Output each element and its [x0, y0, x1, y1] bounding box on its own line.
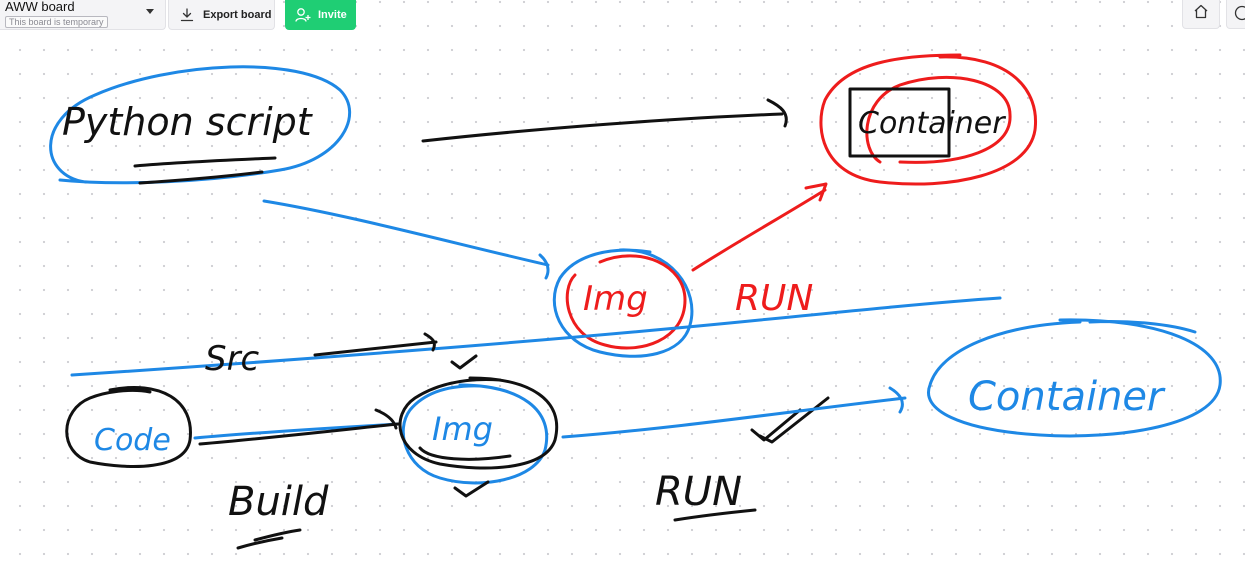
- export-board-button[interactable]: Export board: [168, 0, 275, 30]
- history-button[interactable]: [1226, 0, 1245, 29]
- top-arrow: [421, 98, 788, 143]
- img-top-label: Img: [583, 279, 648, 319]
- src-arrow: [313, 332, 438, 357]
- chevron-down-icon[interactable]: [146, 9, 154, 14]
- img-to-container-bottom-arrow: [561, 386, 907, 439]
- code-to-img-arrow-black: [198, 408, 400, 446]
- home-button[interactable]: [1182, 0, 1220, 29]
- add-user-icon: [295, 7, 312, 23]
- img-top-blue-circle: [552, 248, 694, 358]
- build-underline: [236, 528, 302, 550]
- python-to-img-arrow: [262, 199, 550, 280]
- board-title: AWW board: [5, 0, 75, 14]
- board-menu[interactable]: AWW board This board is temporary: [0, 0, 166, 30]
- container-top-label: Container: [858, 106, 1006, 141]
- img-top-red-circle: [565, 254, 687, 350]
- img-bottom-label: Img: [432, 410, 493, 448]
- export-board-label: Export board: [203, 8, 272, 21]
- home-icon: [1193, 4, 1209, 24]
- src-label: Src: [205, 339, 260, 379]
- container-bottom-label: Container: [968, 374, 1166, 420]
- python-script-label: Python script: [62, 100, 314, 144]
- run-top-label: RUN: [735, 278, 813, 319]
- container-bottom-ellipse: [927, 318, 1222, 438]
- img-bottom-black-circles: [398, 376, 559, 470]
- img-bottom-blue-circle: [401, 383, 549, 485]
- run-bottom-label: RUN: [655, 469, 742, 515]
- tick-marks: [450, 354, 830, 498]
- code-ellipse: [65, 385, 192, 469]
- code-label: Code: [94, 423, 171, 458]
- container-box: [848, 87, 951, 158]
- middle-divider-line: [70, 296, 1002, 377]
- run-underline: [673, 508, 757, 522]
- img-to-container-red-arrow: [691, 182, 828, 272]
- build-label: Build: [228, 479, 329, 525]
- container-red-circles: [819, 53, 1038, 186]
- invite-button[interactable]: Invite: [285, 0, 356, 30]
- python-script-underline: [133, 156, 277, 185]
- invite-label: Invite: [318, 9, 347, 21]
- temporary-board-badge: This board is temporary: [5, 16, 108, 28]
- download-icon: [180, 7, 194, 22]
- clock-icon: [1227, 5, 1245, 32]
